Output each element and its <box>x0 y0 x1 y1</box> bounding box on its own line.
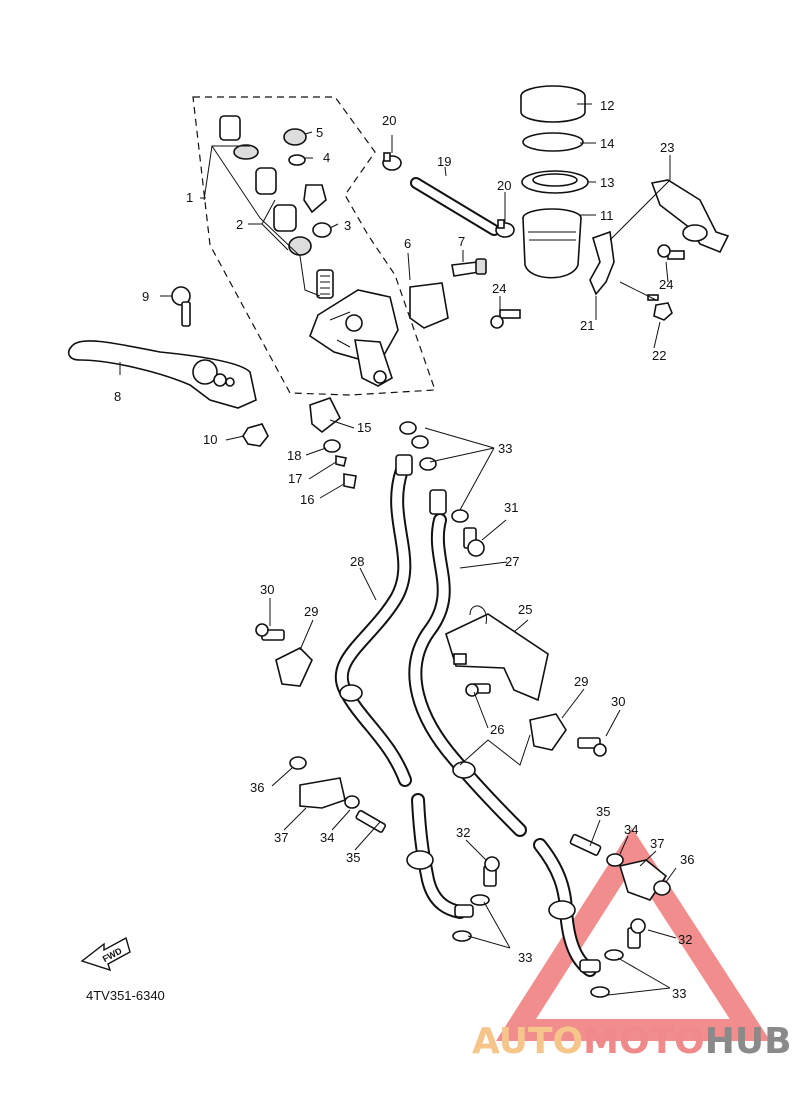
lever-bolt-9 <box>171 286 191 327</box>
callout-24b: 24 <box>659 277 673 292</box>
holder-37-right <box>569 833 671 901</box>
callout-16: 16 <box>300 492 314 507</box>
callout-1: 1 <box>186 190 193 205</box>
callout-21: 21 <box>580 318 594 333</box>
bolt-26 <box>465 683 491 697</box>
bolt-7 <box>451 258 487 277</box>
piston-kit <box>203 115 334 299</box>
callout-19: 19 <box>437 154 451 169</box>
hose-19 <box>410 177 500 236</box>
callout-35a: 35 <box>346 850 360 865</box>
callout-20b: 20 <box>497 178 511 193</box>
bracket-23 <box>650 179 730 254</box>
screw-24a <box>490 309 521 329</box>
callout-33a: 33 <box>498 441 512 456</box>
reservoir-bracket-21 <box>589 230 615 296</box>
callout-20a: 20 <box>382 113 396 128</box>
brake-switch-15 <box>309 397 357 489</box>
bracket-25 <box>445 605 549 702</box>
callout-31: 31 <box>504 500 518 515</box>
callout-11: 11 <box>600 208 614 223</box>
callout-23: 23 <box>660 140 674 155</box>
callout-33b: 33 <box>518 950 532 965</box>
clip-20b <box>495 219 515 238</box>
banjo-bolt-32-left <box>483 856 500 887</box>
bolt-30-left <box>255 623 285 641</box>
callout-32b: 32 <box>678 932 692 947</box>
part-code: 4TV351-6340 <box>86 988 165 1003</box>
callout-12: 12 <box>600 98 614 113</box>
callout-22: 22 <box>652 348 666 363</box>
assembly-1-boundary <box>192 96 436 396</box>
callout-5: 5 <box>316 125 323 140</box>
callout-36a: 36 <box>250 780 264 795</box>
callout-35b: 35 <box>596 804 610 819</box>
callout-30b: 30 <box>611 694 625 709</box>
callout-27: 27 <box>505 554 519 569</box>
brake-hose-28 <box>334 463 467 919</box>
callout-6: 6 <box>404 236 411 251</box>
callout-10: 10 <box>203 432 217 447</box>
callout-9: 9 <box>142 289 149 304</box>
callout-25: 25 <box>518 602 532 617</box>
callout-29a: 29 <box>304 604 318 619</box>
cap-plate-14 <box>522 132 584 152</box>
banjo-bolt-32-right <box>627 918 646 949</box>
callout-34a: 34 <box>320 830 334 845</box>
callout-2: 2 <box>236 217 243 232</box>
callout-33c: 33 <box>672 986 686 1001</box>
callout-4: 4 <box>323 150 330 165</box>
callout-28: 28 <box>350 554 364 569</box>
bolt-30-right <box>577 737 607 757</box>
hose-fittings <box>339 454 601 973</box>
callout-3: 3 <box>344 218 351 233</box>
callout-37a: 37 <box>274 830 288 845</box>
washers-33-upper <box>399 421 469 523</box>
callout-17: 17 <box>288 471 302 486</box>
screw-22 <box>647 294 673 321</box>
holder-37-left <box>289 756 387 833</box>
master-cylinder-body <box>309 282 449 387</box>
callout-15: 15 <box>357 420 371 435</box>
holder-29-left <box>275 647 313 687</box>
reservoir-11 <box>522 208 582 279</box>
leader-lines <box>119 103 677 996</box>
callout-14: 14 <box>600 136 614 151</box>
callout-13: 13 <box>600 175 614 190</box>
callout-labels: 12 14 13 11 5 4 3 2 1 6 7 8 9 10 15 18 1… <box>114 98 694 1001</box>
washers-33-lower <box>452 894 624 998</box>
brake-lever <box>67 340 257 409</box>
diaphragm-13 <box>521 170 589 194</box>
callout-24a: 24 <box>492 281 506 296</box>
holder-29-right <box>529 713 567 751</box>
callout-34b: 34 <box>624 822 638 837</box>
reservoir-cap-12 <box>520 85 586 123</box>
callout-8: 8 <box>114 389 121 404</box>
fwd-arrow-icon: FWD <box>80 936 131 972</box>
watermark-text: AUTOMOTOHUB <box>472 1021 792 1062</box>
callout-32a: 32 <box>456 825 470 840</box>
callout-29b: 29 <box>574 674 588 689</box>
callout-37b: 37 <box>650 836 664 851</box>
nut-10 <box>242 423 269 447</box>
callout-30a: 30 <box>260 582 274 597</box>
clip-20a <box>382 152 402 171</box>
banjo-bolt-31 <box>463 527 485 557</box>
callout-7: 7 <box>458 234 465 249</box>
callout-26: 26 <box>490 722 504 737</box>
screw-24b <box>657 244 685 260</box>
callout-18: 18 <box>287 448 301 463</box>
callout-36b: 36 <box>680 852 694 867</box>
